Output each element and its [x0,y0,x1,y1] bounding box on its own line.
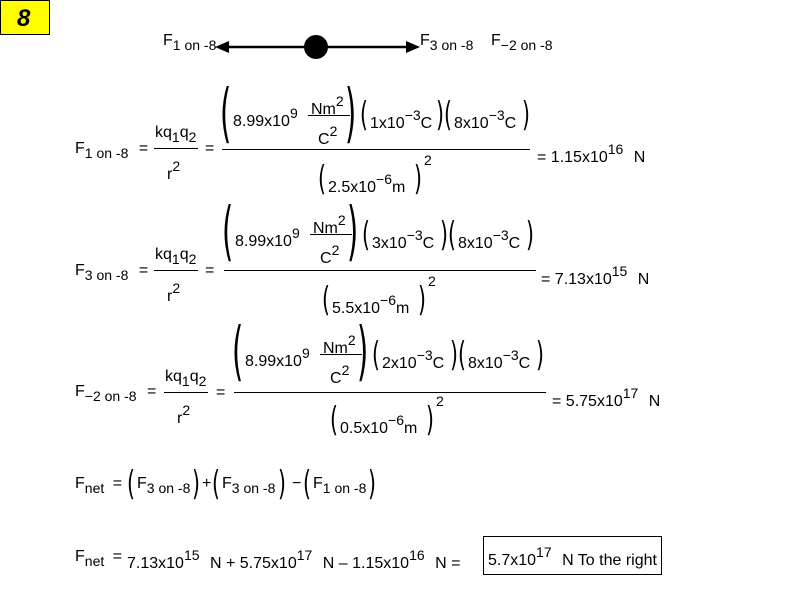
eq3-eq2: = [216,384,226,401]
force-diagram [215,35,420,59]
eq3-k-paren-close: ) [357,315,369,389]
eq3-frac-line-small [164,392,208,393]
eq3-lhs: F−2 on -8 = [75,383,157,404]
diagram-label-f1: F1 on -8 [163,32,217,53]
net1-a-paren-open: ( [127,464,135,504]
slide-number: 8 [17,5,31,32]
eq1-kq1q2: kq1q2 [155,124,197,145]
eq3-q2: 8x10−3C [468,347,531,372]
net1-lhs: Fnet = [75,475,123,496]
eq1-q1-paren-open: ( [360,95,368,135]
final-answer-box: 5.7x1017 N To the right [483,536,662,575]
eq2-r2: r2 [167,280,181,305]
eq1-k-paren-close: ) [345,77,357,151]
eq2-k-unit-line [310,234,352,235]
net2-lhs: Fnet = [75,548,123,569]
eq3-k-unit-num: Nm2 [323,332,356,357]
net1-b-paren-open: ( [212,464,220,504]
eq1-k-paren-open: ( [220,77,232,151]
eq1-q2-paren-close: ) [522,95,530,135]
eq2-r-square: 2 [428,273,436,289]
eq1-r2: r2 [167,158,181,183]
eq2-r-paren-close: ) [418,280,426,320]
eq2-result: = 7.13x1015 N [541,263,650,288]
eq1-k-unit-num: Nm2 [311,93,344,118]
eq3-q1: 2x10−3C [382,347,445,372]
eq2-q2-paren-open: ( [448,215,456,255]
eq3-result: = 5.75x1017 N [552,385,661,410]
eq1-lhs: F1 on -8 = [75,140,149,161]
diagram-label-f2: F−2 on -8 [491,32,553,53]
eq3-q1-paren-close: ) [450,335,458,375]
eq1-q1-paren-close: ) [436,95,444,135]
eq3-r2: r2 [177,402,191,427]
eq2-kq1q2: kq1q2 [155,246,197,267]
eq3-r-paren-close: ) [426,400,434,440]
eq3-q2-paren-close: ) [536,335,544,375]
eq2-k-unit-num: Nm2 [313,212,346,237]
eq1-r-square: 2 [424,152,432,168]
eq1-q1: 1x10−3C [370,107,433,132]
eq3-k-unit-den: C2 [330,362,350,387]
eq1-k-value: 8.99x109 [233,105,298,130]
net1-plus: + [202,475,212,492]
eq1-k-unit-line [308,115,350,116]
net1-c-paren-close: ) [368,464,376,504]
eq2-main-frac-line [224,270,536,271]
right-arrowhead-icon [406,41,420,53]
eq2-lhs: F3 on -8 = [75,262,149,283]
eq2-eq2: = [205,262,215,279]
eq1-frac-line-small [154,148,198,149]
eq2-q1-paren-open: ( [362,215,370,255]
net1-a: F3 on -8 [137,475,191,496]
eq1-r-paren-close: ) [414,159,422,199]
diagram-label-f3: F3 on -8 [420,32,474,53]
eq2-k-paren-open: ( [222,195,234,269]
eq2-k-unit-den: C2 [320,242,340,267]
eq3-k-paren-open: ( [232,315,244,389]
eq3-k-unit-line [320,354,362,355]
eq2-r-paren-open: ( [322,280,330,320]
eq2-q2: 8x10−3C [458,227,521,252]
charge-dot [304,35,328,59]
eq3-r: 0.5x10−6m [340,412,418,437]
net1-b-paren-close: ) [278,464,286,504]
net1-a-paren-close: ) [192,464,200,504]
net1-c: F1 on -8 [313,475,367,496]
slide-number-badge: 8 [0,0,50,35]
net1-minus: − [292,475,302,492]
net1-c-paren-open: ( [303,464,311,504]
eq2-frac-line-small [154,270,198,271]
eq3-q1-paren-open: ( [372,335,380,375]
eq3-kq1q2: kq1q2 [165,368,207,389]
eq3-r-square: 2 [436,393,444,409]
net2-term1: 7.13x1015 N + 5.75x1017 N – 1.15x1016 N … [127,547,461,572]
eq1-q2: 8x10−3C [454,107,517,132]
eq1-r: 2.5x10−6m [328,171,406,196]
eq3-main-frac-line [234,392,546,393]
eq2-q1-paren-close: ) [440,215,448,255]
left-arrowhead-icon [215,41,229,53]
eq1-r-paren-open: ( [318,159,326,199]
eq3-q2-paren-open: ( [458,335,466,375]
eq2-k-paren-close: ) [347,195,359,269]
eq1-eq2: = [205,140,215,157]
eq1-main-frac-line [222,149,530,150]
eq3-k-value: 8.99x109 [245,345,310,370]
net1-b: F3 on -8 [222,475,276,496]
eq2-q1: 3x10−3C [372,227,435,252]
eq1-k-unit-den: C2 [318,123,338,148]
eq1-q2-paren-open: ( [444,95,452,135]
eq2-r: 5.5x10−6m [332,292,410,317]
eq1-result: = 1.15x1016 N [537,141,646,166]
eq3-r-paren-open: ( [330,400,338,440]
eq2-q2-paren-close: ) [526,215,534,255]
eq2-k-value: 8.99x109 [235,225,300,250]
